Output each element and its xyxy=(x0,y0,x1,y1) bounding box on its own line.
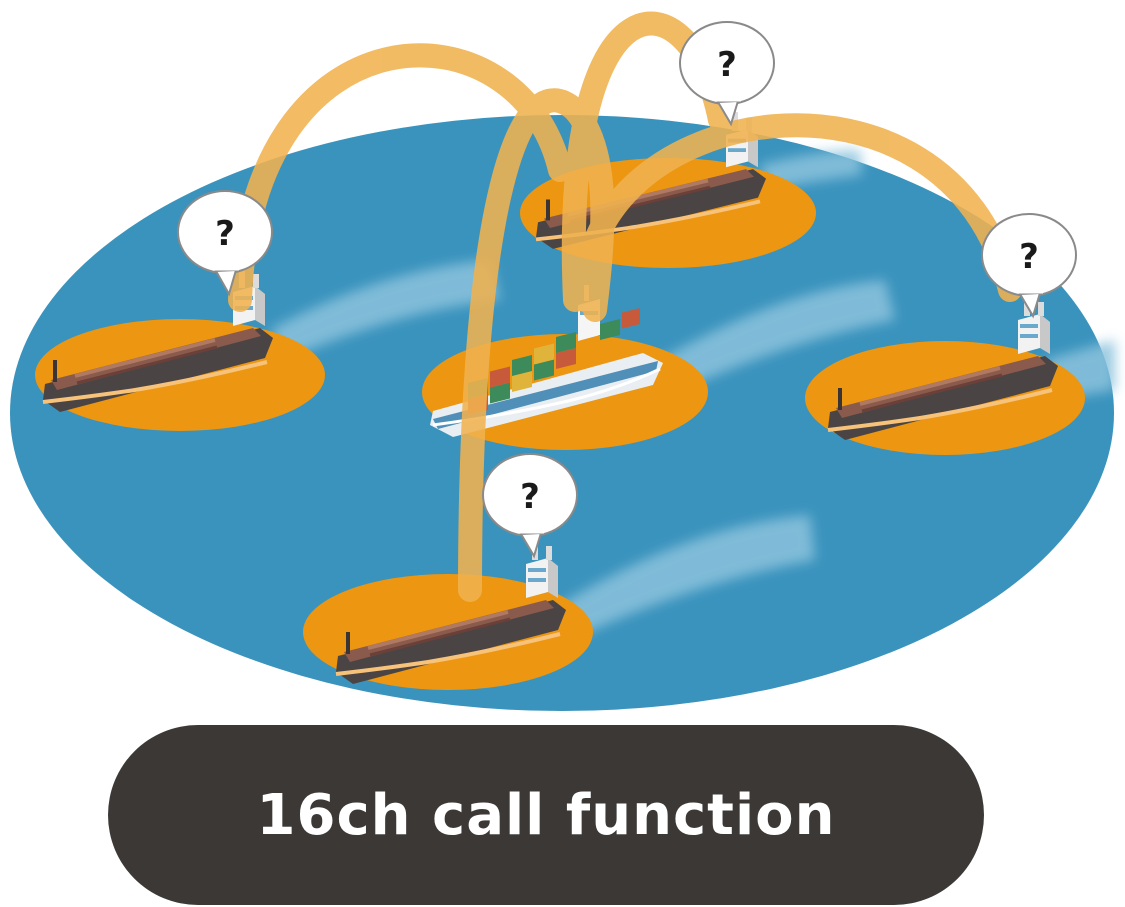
caption-label: 16ch call function xyxy=(256,782,836,848)
bubble-left-text: ? xyxy=(215,214,235,254)
speech-bubble-icon: ? xyxy=(482,453,578,559)
speech-bubble-icon: ? xyxy=(177,190,273,297)
speech-bubble-icon: ? xyxy=(981,213,1077,319)
bubble-bottom-text: ? xyxy=(520,477,540,517)
speech-bubble-icon: ? xyxy=(679,21,775,127)
bubble-top-right-text: ? xyxy=(717,45,737,85)
bubble-right-text: ? xyxy=(1019,237,1039,277)
caption-banner: 16ch call function xyxy=(108,725,984,905)
ship-wakes xyxy=(270,150,1115,640)
